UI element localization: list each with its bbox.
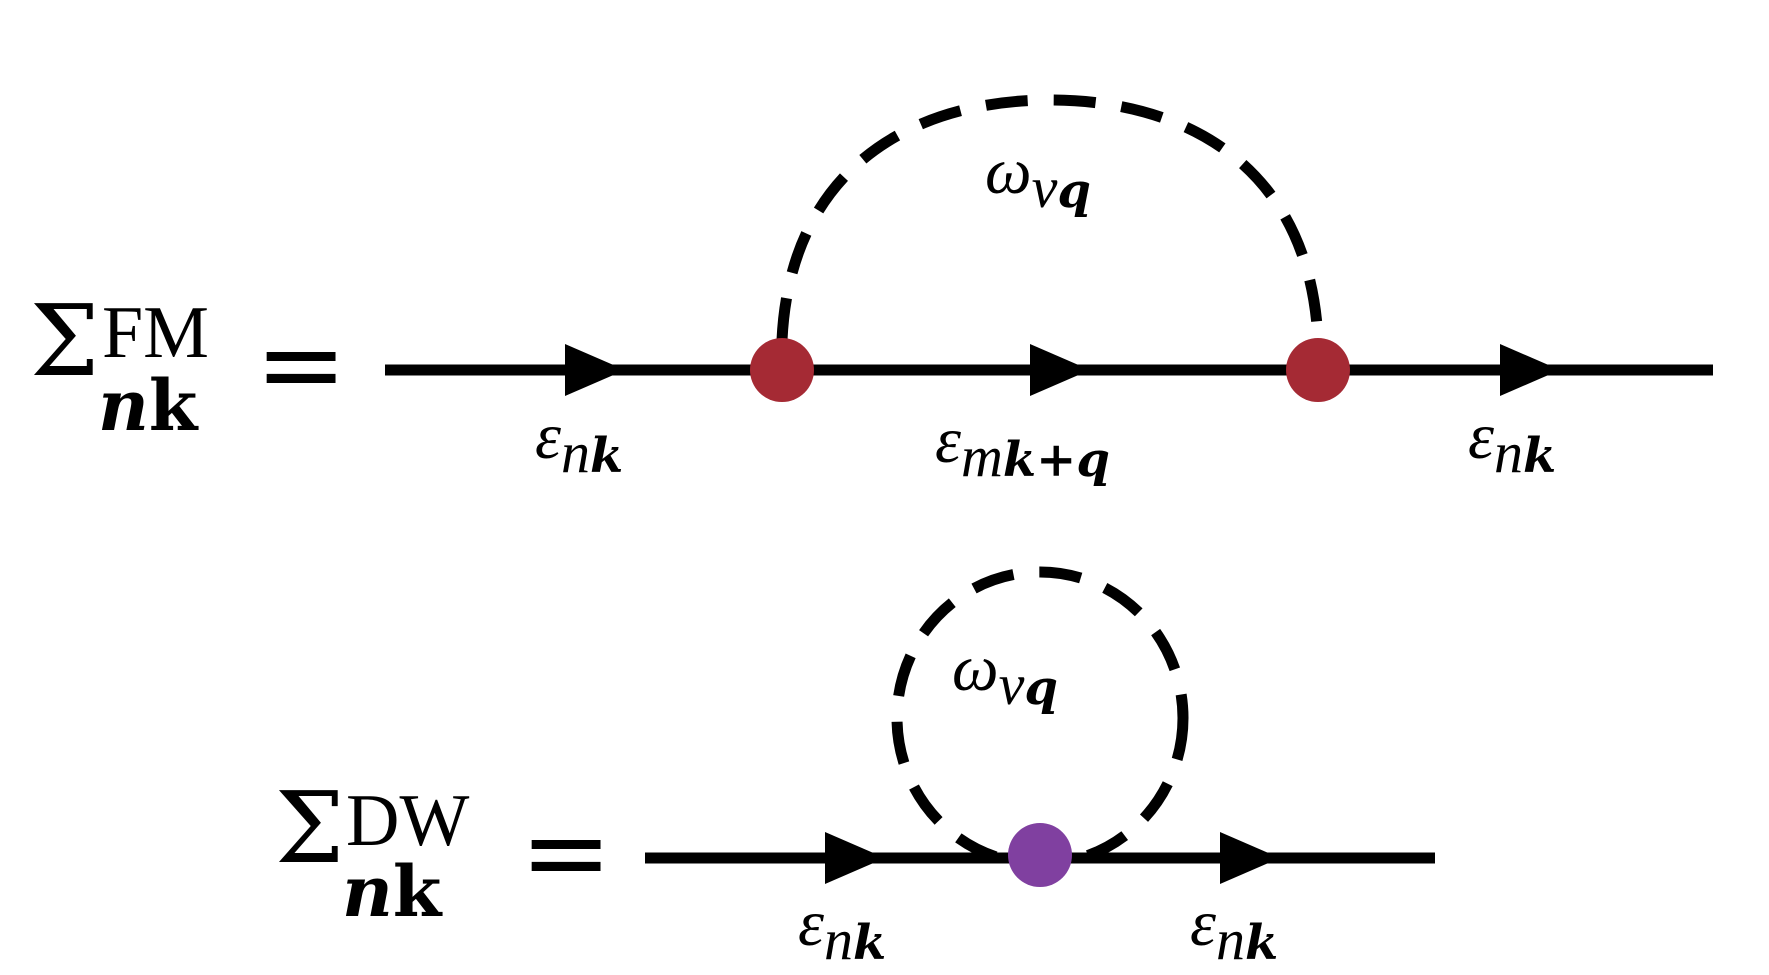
fan-migdal-diagram: Σ FM nk = ωνq εnk εmk+q εnk — [30, 94, 1713, 489]
fm-equals-sign: = — [255, 300, 347, 428]
fm-superscript: FM — [102, 292, 209, 374]
dw-subscript-n: n — [342, 850, 393, 933]
fm-propagator-label-1: εnk — [535, 400, 623, 485]
epsilon-symbol: ε — [1468, 400, 1494, 473]
wavevector: k — [1523, 428, 1556, 484]
omega-symbol: ω — [952, 632, 999, 705]
fm-lhs-label: Σ FM nk — [30, 285, 209, 447]
fm-vertex-right — [1286, 338, 1350, 402]
fm-arrow-3-icon — [1500, 344, 1560, 396]
epsilon-symbol: ε — [935, 404, 961, 477]
dw-phonon-loop — [891, 566, 1189, 870]
band-index: n — [1494, 420, 1523, 485]
dw-vertex — [1008, 823, 1072, 887]
nu-subscript: ν — [1032, 155, 1058, 220]
dw-equals-sign: = — [520, 788, 612, 916]
fm-propagator-label-3: εnk — [1468, 400, 1556, 485]
q-subscript: q — [1024, 660, 1058, 716]
q-subscript: q — [1057, 163, 1091, 219]
wavevector: k+q — [1003, 432, 1110, 488]
band-index: n — [824, 907, 853, 972]
epsilon-symbol: ε — [1190, 887, 1216, 960]
omega-symbol: ω — [985, 135, 1032, 208]
fm-phonon-line — [776, 94, 1324, 341]
debye-waller-diagram: Σ DW nk = ωνq εnk εnk — [275, 566, 1435, 972]
fm-subscript-n: n — [98, 364, 149, 447]
wavevector: k — [590, 428, 623, 484]
dw-propagator-label-1: εnk — [798, 887, 886, 972]
epsilon-symbol: ε — [798, 887, 824, 960]
wavevector: k — [1245, 915, 1278, 971]
dw-subscript: nk — [342, 850, 443, 933]
fm-subscript: nk — [98, 364, 199, 447]
fm-vertex-left — [750, 338, 814, 402]
dw-arrow-1-icon — [825, 832, 885, 884]
nu-subscript: ν — [999, 652, 1025, 717]
fm-sigma-symbol: Σ — [30, 285, 99, 399]
fm-propagator-label-2: εmk+q — [935, 404, 1110, 489]
dw-lhs-label: Σ DW nk — [275, 772, 469, 933]
dw-sigma-symbol: Σ — [275, 772, 344, 886]
wavevector: k — [853, 915, 886, 971]
fm-phonon-label: ωνq — [985, 135, 1091, 220]
fm-subscript-k: k — [149, 364, 199, 447]
dw-propagator-label-2: εnk — [1190, 887, 1278, 972]
dw-phonon-label: ωνq — [952, 632, 1058, 717]
band-index: n — [1216, 907, 1245, 972]
band-index: m — [961, 424, 1003, 489]
dw-subscript-k: k — [393, 850, 443, 933]
band-index: n — [561, 420, 590, 485]
dw-superscript: DW — [346, 780, 469, 862]
fm-arrow-2-icon — [1030, 344, 1090, 396]
fm-arrow-1-icon — [565, 344, 625, 396]
epsilon-symbol: ε — [535, 400, 561, 473]
dw-arrow-2-icon — [1220, 832, 1280, 884]
